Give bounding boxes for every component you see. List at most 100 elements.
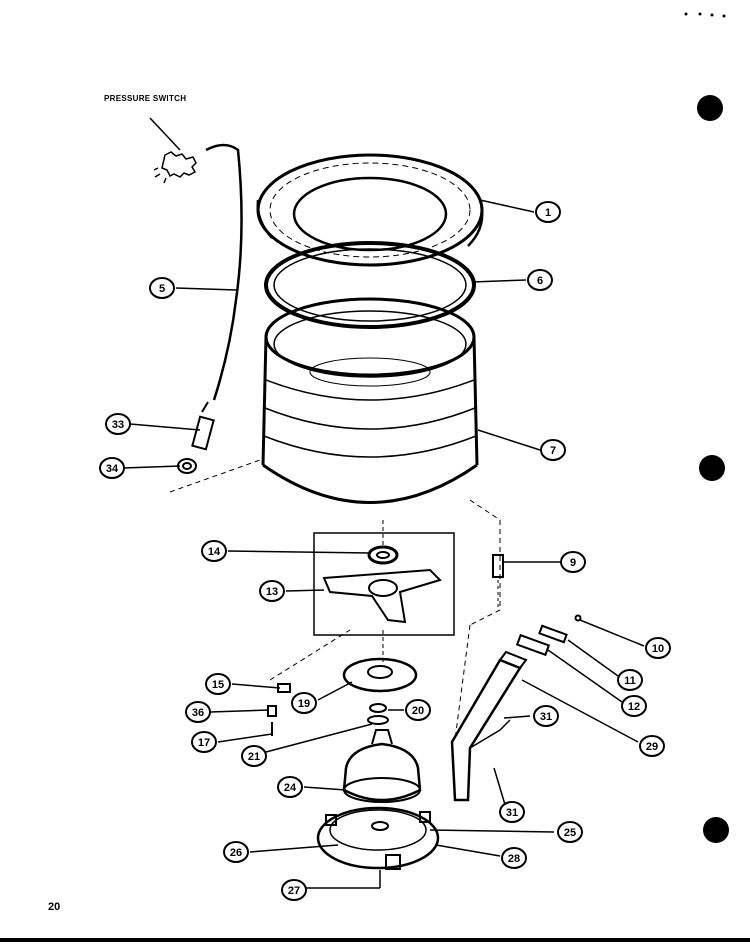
callout-26: 26 <box>223 841 249 863</box>
callout-circle <box>99 457 125 479</box>
callout-circle <box>535 201 561 223</box>
callout-19: 19 <box>291 692 317 714</box>
callout-11: 11 <box>617 669 643 691</box>
callout-circle <box>105 413 131 435</box>
callout-circle <box>540 439 566 461</box>
callout-number: 11 <box>624 675 636 687</box>
corner-dots <box>684 12 726 18</box>
small-fastener-parts <box>267 683 291 736</box>
callout-number: 9 <box>570 557 576 569</box>
callout-circle <box>185 701 211 723</box>
callout-number: 15 <box>212 679 224 691</box>
callout-circle <box>617 669 643 691</box>
callout-7: 7 <box>540 439 566 461</box>
page-number: 20 <box>48 901 61 913</box>
callout-number: 13 <box>266 586 278 598</box>
callout-group: 1 6 5 33 34 7 14 9 13 10 11 12 15 19 20 36 17 21 31 29 24 31 2… <box>99 201 671 901</box>
tub-gasket-part <box>264 241 476 329</box>
callout-number: 20 <box>412 705 424 717</box>
callout-number: 1 <box>545 207 551 219</box>
callout-circle <box>149 277 175 299</box>
tub-seal-part <box>367 545 399 565</box>
hose-connector-part <box>191 401 215 451</box>
callout-number: 19 <box>298 698 310 710</box>
callout-34: 34 <box>99 457 125 479</box>
callout-circle <box>405 699 431 721</box>
callout-number: 26 <box>230 847 242 859</box>
callout-15: 15 <box>205 673 231 695</box>
pressure-switch-part <box>149 117 197 184</box>
grommet-part <box>177 458 197 474</box>
callout-36: 36 <box>185 701 211 723</box>
callout-number: 36 <box>192 707 204 719</box>
callout-number: 33 <box>112 419 124 431</box>
transmission-housing-part <box>342 729 422 803</box>
callout-number: 29 <box>646 741 658 753</box>
callout-circle <box>191 731 217 753</box>
callout-number: 5 <box>159 283 165 295</box>
callout-14: 14 <box>201 540 227 562</box>
binder-hole <box>699 455 725 481</box>
callout-number: 31 <box>506 807 518 819</box>
callout-circle <box>621 695 647 717</box>
bracket-part <box>492 554 504 610</box>
callout-circle <box>241 745 267 767</box>
callout-27: 27 <box>281 879 307 901</box>
callout-12: 12 <box>621 695 647 717</box>
callout-number: 25 <box>564 827 576 839</box>
callout-number: 17 <box>198 737 210 749</box>
callout-number: 6 <box>537 275 543 287</box>
callout-31: 31 <box>533 705 559 727</box>
callout-number: 34 <box>106 463 119 475</box>
callout-24: 24 <box>277 776 303 798</box>
callout-circle <box>527 269 553 291</box>
callout-5: 5 <box>149 277 175 299</box>
callout-1: 1 <box>535 201 561 223</box>
callout-circle <box>560 551 586 573</box>
bearing-group-box <box>313 532 455 636</box>
tub-support-part <box>322 568 442 624</box>
callout-20: 20 <box>405 699 431 721</box>
callout-number: 7 <box>550 445 556 457</box>
callout-circle <box>277 776 303 798</box>
callout-circle <box>223 841 249 863</box>
callout-number: 10 <box>652 643 664 655</box>
callout-33: 33 <box>105 413 131 435</box>
leader-lines <box>123 199 645 889</box>
pressure-switch-label: PRESSURE SWITCH <box>104 94 187 103</box>
callout-circle <box>501 847 527 869</box>
callout-circle <box>639 735 665 757</box>
leg-part <box>450 650 528 802</box>
callout-number: 21 <box>248 751 260 763</box>
callout-17: 17 <box>191 731 217 753</box>
callout-circle <box>291 692 317 714</box>
callout-10: 10 <box>645 637 671 659</box>
callout-number: 28 <box>508 853 520 865</box>
binder-hole <box>703 817 729 843</box>
callout-25: 25 <box>557 821 583 843</box>
callout-circle <box>259 580 285 602</box>
pulley-part <box>342 657 418 693</box>
callout-circle <box>533 705 559 727</box>
callout-circle <box>499 801 525 823</box>
callout-number: 24 <box>284 782 297 794</box>
callout-21: 21 <box>241 745 267 767</box>
clip-parts <box>515 614 582 657</box>
washer-part <box>367 715 389 725</box>
base-part <box>316 806 440 870</box>
callout-number: 12 <box>628 701 640 713</box>
callout-31: 31 <box>499 801 525 823</box>
washer-part <box>369 703 387 713</box>
binder-hole <box>697 95 723 121</box>
callout-circle <box>557 821 583 843</box>
callout-circle <box>205 673 231 695</box>
outer-tub-part <box>261 297 479 504</box>
pressure-hose <box>205 143 243 401</box>
callout-28: 28 <box>501 847 527 869</box>
callout-number: 31 <box>540 711 552 723</box>
callout-circle <box>201 540 227 562</box>
callout-number: 14 <box>208 546 221 558</box>
callout-number: 27 <box>288 885 300 897</box>
callout-circle <box>281 879 307 901</box>
